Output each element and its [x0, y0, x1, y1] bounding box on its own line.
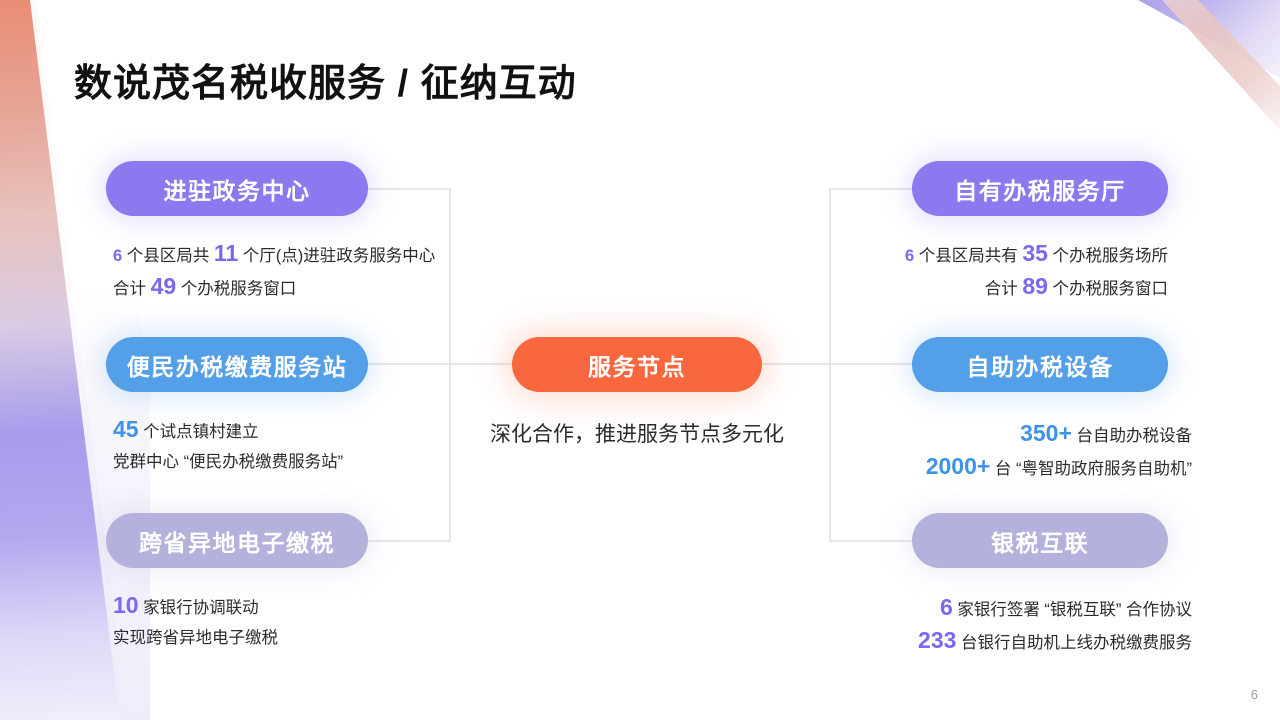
branch-desc-left-1: 6 个县区局共 11 个厅(点)进驻政务服务中心 合计 49 个办税服务窗口 — [113, 238, 435, 304]
desc-text: 个办税服务窗口 — [1047, 280, 1168, 298]
desc-line: 233 台银行自助机上线办税缴费服务 — [918, 625, 1192, 658]
branch-pill-left-2[interactable]: 便民办税缴费服务站 — [106, 337, 368, 392]
desc-number: 2000+ — [925, 453, 991, 479]
branch-desc-right-1: 6 个县区局共有 35 个办税服务场所 合计 89 个办税服务窗口 — [905, 238, 1168, 304]
center-node-description: 深化合作，推进服务节点多元化 — [490, 423, 784, 446]
desc-text: 个办税服务窗口 — [176, 280, 297, 298]
desc-line: 350+ 台自助办税设备 — [926, 418, 1192, 451]
desc-number: 350+ — [1020, 420, 1072, 446]
branch-desc-left-3: 10 家银行协调联动 实现跨省异地电子缴税 — [113, 590, 278, 653]
desc-text: 个办税服务场所 — [1047, 247, 1168, 265]
branch-desc-right-2: 350+ 台自助办税设备 2000+ 台 “粤智助政府服务自助机” — [926, 418, 1192, 484]
desc-text: 台自助办税设备 — [1071, 427, 1192, 445]
desc-line: 6 个县区局共 11 个厅(点)进驻政务服务中心 — [113, 238, 435, 271]
center-node-pill[interactable]: 服务节点 — [512, 337, 762, 392]
desc-line: 45 个试点镇村建立 — [113, 414, 343, 447]
desc-line: 6 个县区局共有 35 个办税服务场所 — [905, 238, 1168, 271]
desc-text: 台银行自助机上线办税缴费服务 — [956, 634, 1192, 652]
desc-number: 6 — [939, 594, 953, 620]
desc-number: 35 — [1022, 240, 1048, 266]
desc-text: 个试点镇村建立 — [138, 423, 259, 441]
branch-desc-right-3: 6 家银行签署 “银税互联” 合作协议 233 台银行自助机上线办税缴费服务 — [918, 592, 1192, 658]
branch-pill-left-3[interactable]: 跨省异地电子缴税 — [106, 513, 368, 568]
page-number: 6 — [1250, 687, 1258, 702]
desc-text: 个县区局共 — [122, 247, 214, 265]
desc-text: 个县区局共有 — [914, 247, 1023, 265]
branch-pill-right-2[interactable]: 自助办税设备 — [912, 337, 1168, 392]
desc-line: 党群中心 “便民办税缴费服务站” — [113, 447, 343, 477]
desc-number: 11 — [213, 240, 239, 266]
desc-number: 89 — [1022, 273, 1048, 299]
branch-pill-right-3[interactable]: 银税互联 — [912, 513, 1168, 568]
desc-number: 49 — [150, 273, 177, 299]
desc-text: 家银行签署 “银税互联” 合作协议 — [952, 601, 1192, 619]
desc-number: 45 — [113, 416, 139, 442]
desc-line: 合计 49 个办税服务窗口 — [113, 271, 435, 304]
branch-pill-left-1[interactable]: 进驻政务中心 — [106, 161, 368, 216]
desc-text: 合计 — [113, 280, 151, 298]
desc-text: 合计 — [984, 280, 1023, 298]
desc-number: 6 — [904, 247, 915, 265]
desc-text: 台 “粤智助政府服务自助机” — [990, 460, 1192, 478]
desc-text: 个厅(点)进驻政务服务中心 — [238, 247, 436, 265]
desc-text: 党群中心 “便民办税缴费服务站” — [113, 453, 344, 471]
desc-number: 233 — [918, 627, 957, 653]
desc-text: 实现跨省异地电子缴税 — [113, 629, 278, 647]
desc-line: 合计 89 个办税服务窗口 — [905, 271, 1168, 304]
desc-line: 6 家银行签署 “银税互联” 合作协议 — [918, 592, 1192, 625]
desc-line: 10 家银行协调联动 — [113, 590, 278, 623]
page-title: 数说茂名税收服务 / 征纳互动 — [74, 63, 577, 105]
desc-number: 6 — [113, 247, 123, 265]
desc-text: 家银行协调联动 — [138, 599, 259, 617]
desc-line: 实现跨省异地电子缴税 — [113, 623, 278, 653]
desc-number: 10 — [113, 592, 139, 618]
branch-pill-right-1[interactable]: 自有办税服务厅 — [912, 161, 1168, 216]
desc-line: 2000+ 台 “粤智助政府服务自助机” — [926, 451, 1192, 484]
branch-desc-left-2: 45 个试点镇村建立 党群中心 “便民办税缴费服务站” — [113, 414, 343, 477]
